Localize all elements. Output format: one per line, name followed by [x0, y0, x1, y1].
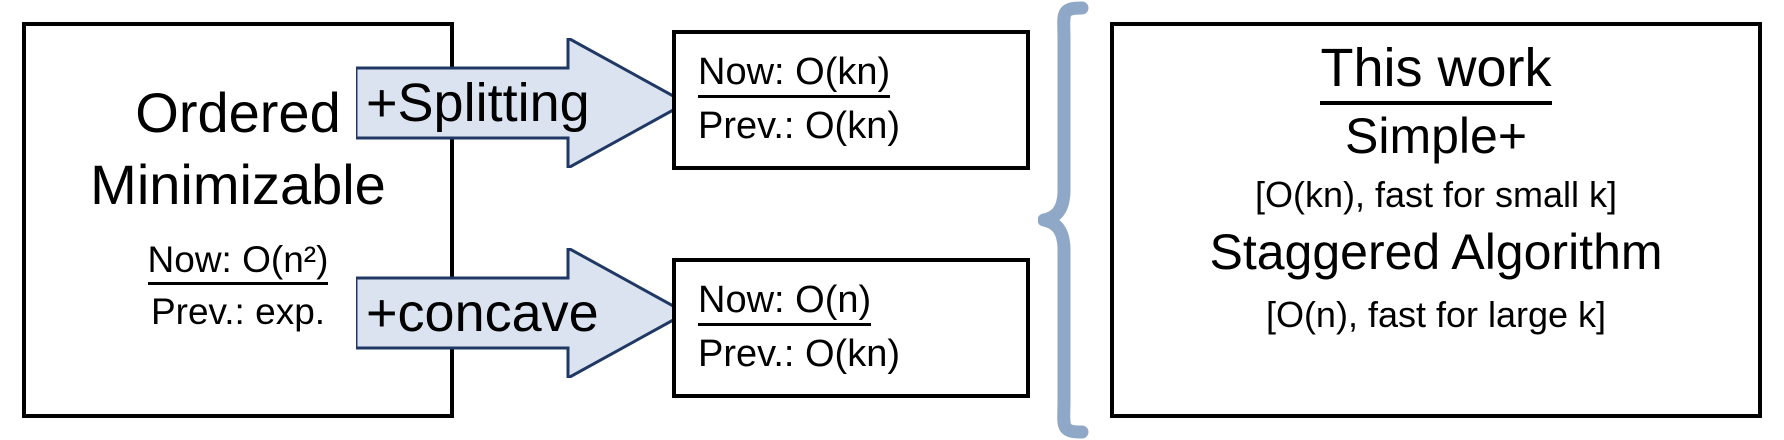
this-work-item1-name: Simple+: [1344, 108, 1528, 164]
result-concave-now-value: O(n): [795, 279, 872, 321]
left-box-now-value: O(n²): [242, 239, 329, 280]
arrow-concave-shape: [356, 248, 686, 378]
result-splitting-prev-value: O(kn): [805, 105, 900, 147]
left-box-now-row: Now: O(n²): [26, 238, 450, 285]
arrow-splitting: +Splitting: [356, 38, 686, 168]
result-splitting-now-label: Now:: [698, 51, 785, 93]
left-box-prev-row: Prev.: exp.: [26, 290, 450, 334]
result-concave-prev-row: Prev.: O(kn): [698, 332, 900, 376]
left-box-prev-label: Prev.:: [150, 291, 245, 332]
result-concave-prev-value: O(kn): [805, 333, 900, 375]
this-work-title: This work: [1114, 38, 1758, 105]
result-splitting-now-value: O(kn): [795, 51, 891, 93]
left-box-title-line1: Ordered: [135, 81, 341, 144]
left-box-title-line2: Minimizable: [90, 153, 386, 216]
result-concave: Now: O(n) Prev.: O(kn): [672, 258, 1030, 398]
arrow-splitting-label: +Splitting: [366, 73, 590, 133]
this-work-item2-note: [O(n), fast for large k]: [1265, 294, 1607, 335]
result-splitting-prev-row: Prev.: O(kn): [698, 104, 900, 148]
result-splitting-now-row: Now: O(kn): [698, 50, 891, 98]
this-work-title-text: This work: [1320, 38, 1552, 105]
result-splitting-prev-label: Prev.:: [698, 105, 795, 147]
this-work-item2-name: Staggered Algorithm: [1209, 224, 1663, 280]
this-work-item1-note: [O(kn), fast for small k]: [1254, 174, 1618, 215]
result-concave-now-row: Now: O(n): [698, 278, 872, 326]
result-concave-now-label: Now:: [698, 279, 785, 321]
left-box-now-label: Now:: [147, 239, 232, 280]
curly-brace-icon: [1038, 1, 1089, 439]
left-box-prev-value: exp.: [255, 291, 326, 332]
arrow-splitting-shape: [356, 38, 686, 168]
arrow-concave-label: +concave: [366, 283, 599, 343]
result-concave-prev-label: Prev.:: [698, 333, 795, 375]
this-work-box: This work Simple+ [O(kn), fast for small…: [1110, 22, 1762, 418]
arrow-concave: +concave: [356, 248, 686, 378]
result-splitting: Now: O(kn) Prev.: O(kn): [672, 30, 1030, 170]
